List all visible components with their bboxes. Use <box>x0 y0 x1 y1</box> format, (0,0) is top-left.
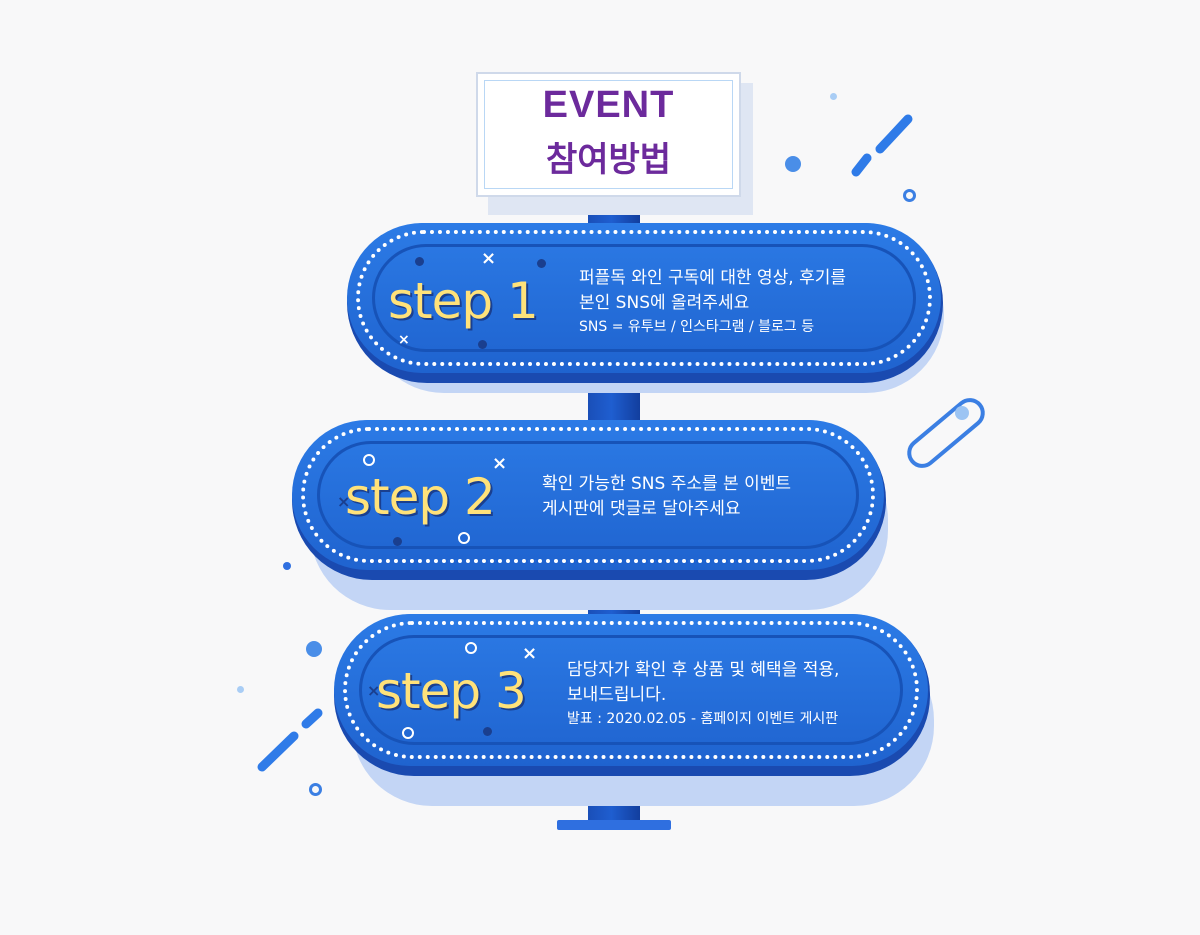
step-3-line-2: 보내드립니다. <box>567 685 667 705</box>
decor-x: × <box>367 681 381 700</box>
step-1-note: SNS = 유투브 / 인스타그램 / 블로그 등 <box>579 319 815 335</box>
step-2-line-2: 게시판에 댓글로 달아주세요 <box>542 499 741 519</box>
step-3-note: 발표 : 2020.02.05 - 홈페이지 이벤트 게시판 <box>567 711 839 727</box>
step-1-label: step 1 <box>388 272 539 330</box>
decor-dot <box>830 93 837 100</box>
step-3-line-1: 담당자가 확인 후 상품 및 혜택을 적용, <box>567 660 840 680</box>
step-2-description: 확인 가능한 SNS 주소를 본 이벤트 게시판에 댓글로 달아주세요 <box>542 472 791 522</box>
step-2-line-1: 확인 가능한 SNS 주소를 본 이벤트 <box>542 474 791 494</box>
decor-x: × <box>492 453 508 474</box>
decor-ring <box>458 532 470 544</box>
title-sign: EVENT 참여방법 <box>476 72 741 197</box>
decor-dot <box>483 727 492 736</box>
step-3-label: step 3 <box>376 662 527 720</box>
decor-x: × <box>337 492 351 511</box>
step-1-description: 퍼플독 와인 구독에 대한 영상, 후기를 본인 SNS에 올려주세요 SNS … <box>579 266 846 338</box>
decor-ring <box>465 642 477 654</box>
decor-x: × <box>398 332 410 348</box>
decor-x: × <box>481 248 497 269</box>
decor-ring <box>402 727 414 739</box>
decor-ring <box>903 189 916 202</box>
decor-dot <box>237 686 244 693</box>
step-2-label: step 2 <box>345 468 496 526</box>
decor-x: × <box>522 643 538 664</box>
step-1-line-2: 본인 SNS에 올려주세요 <box>579 293 750 313</box>
decor-dot <box>306 641 322 657</box>
decor-ring <box>309 783 322 796</box>
step-3-description: 담당자가 확인 후 상품 및 혜택을 적용, 보내드립니다. 발표 : 2020… <box>567 658 839 730</box>
sign-pole-base <box>557 820 671 830</box>
decor-dot <box>283 562 291 570</box>
decor-dot <box>785 156 801 172</box>
decor-ring <box>363 454 375 466</box>
decor-dot <box>478 340 487 349</box>
title-sign-border <box>484 80 733 189</box>
step-1-line-1: 퍼플독 와인 구독에 대한 영상, 후기를 <box>579 268 847 288</box>
event-subtitle: 참여방법 <box>545 140 672 180</box>
decor-dot <box>393 537 402 546</box>
event-title: EVENT <box>542 84 675 126</box>
decor-dot <box>415 257 424 266</box>
decor-dot <box>537 259 546 268</box>
